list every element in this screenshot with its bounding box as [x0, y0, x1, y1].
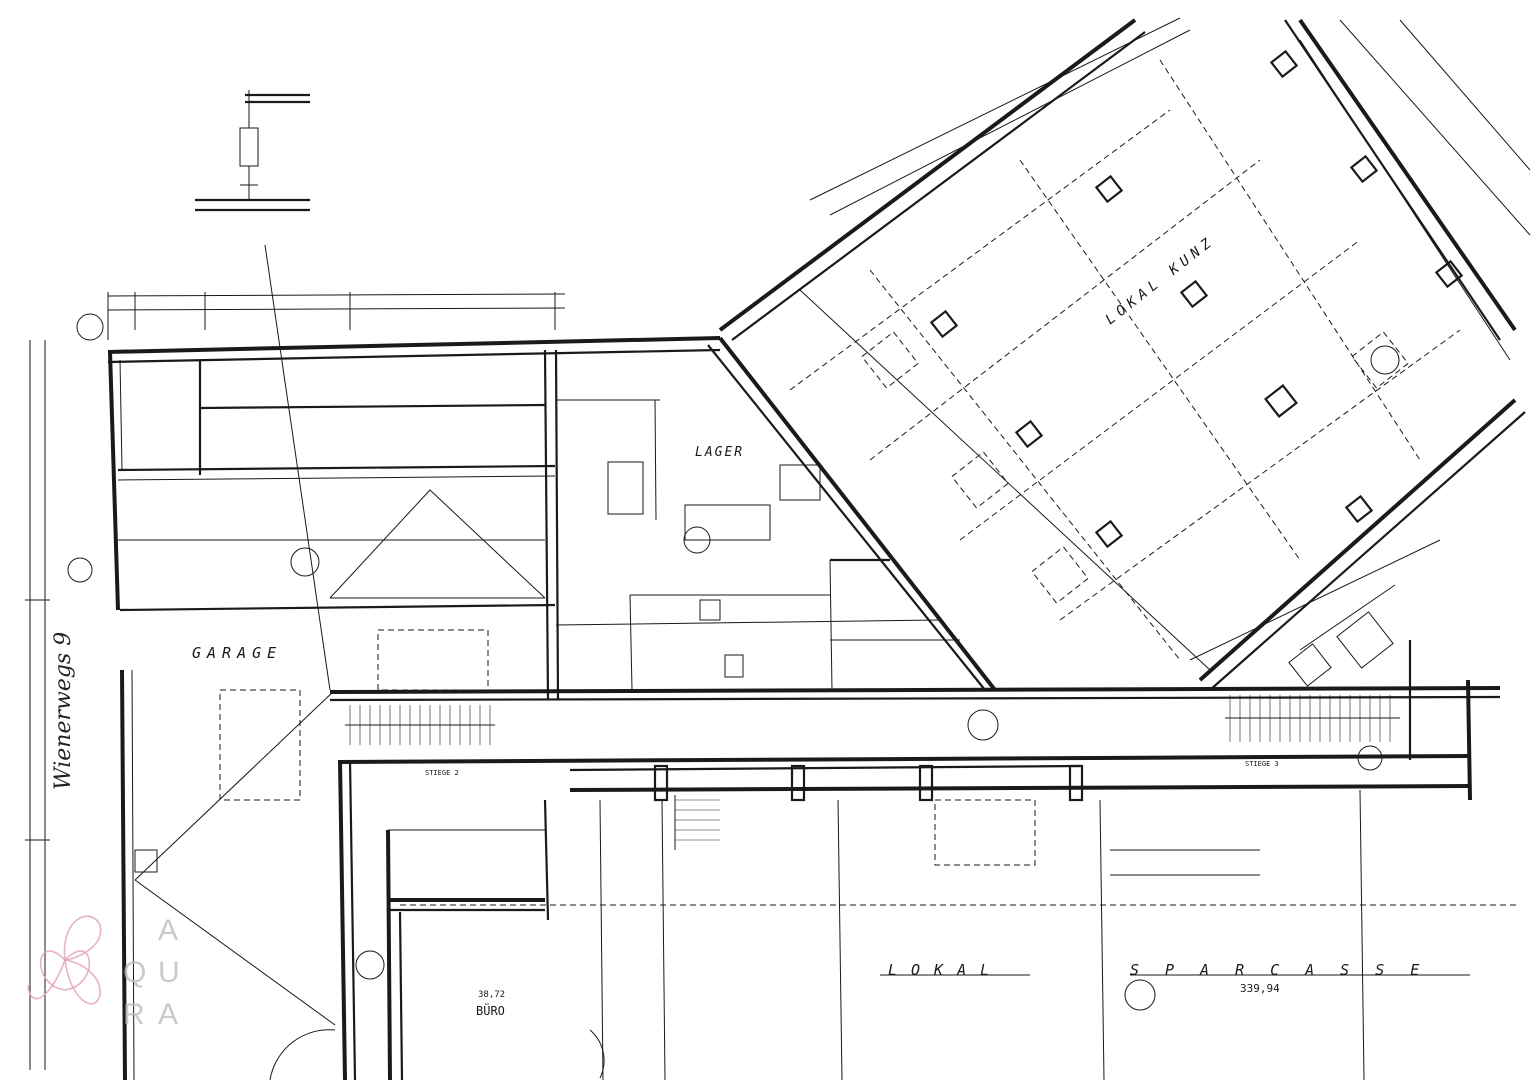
- room-label-sparcasse: SPARCASSE: [1130, 961, 1445, 979]
- room-label-garage: GARAGE: [192, 644, 282, 662]
- watermark-letter-a: A: [158, 914, 178, 947]
- handwritten-note: Wienerwegs 9: [51, 632, 76, 790]
- sparcasse-area: 339,94: [1240, 982, 1280, 995]
- watermark-letter-a2: A: [158, 998, 178, 1031]
- section-markers: [67, 313, 1400, 1011]
- lower-stair: [674, 795, 720, 850]
- buero-area: 38,72: [478, 990, 505, 1000]
- lower-walls: [269, 759, 1520, 1081]
- room-label-buero: BÜRO: [476, 1002, 505, 1018]
- room-label-lokal: LOKAL: [888, 961, 1003, 979]
- dimension-lines: [25, 17, 1531, 1070]
- lager-walls: [555, 336, 997, 692]
- stair-left-hatch: [345, 705, 495, 745]
- aqura-watermark-logo: A Q U R A: [27, 914, 180, 1031]
- stair-right-hatch: [1225, 695, 1400, 742]
- lokal-kunz-walls: [718, 18, 1526, 691]
- label-stiege-3: STIEGE 3: [1245, 760, 1279, 768]
- corridor-walls: [329, 640, 1501, 802]
- watermark-letter-r: R: [123, 998, 145, 1031]
- label-stiege-2: STIEGE 2: [425, 769, 459, 777]
- room-label-lokal-kunz: LOKAL KUNZ: [1103, 233, 1219, 328]
- room-label-lager: LAGER: [695, 445, 744, 460]
- watermark-letter-u: U: [158, 956, 180, 989]
- left-building-walls: [107, 336, 721, 1081]
- detail-sketch: [195, 90, 331, 691]
- watermark-letter-q: Q: [123, 956, 146, 989]
